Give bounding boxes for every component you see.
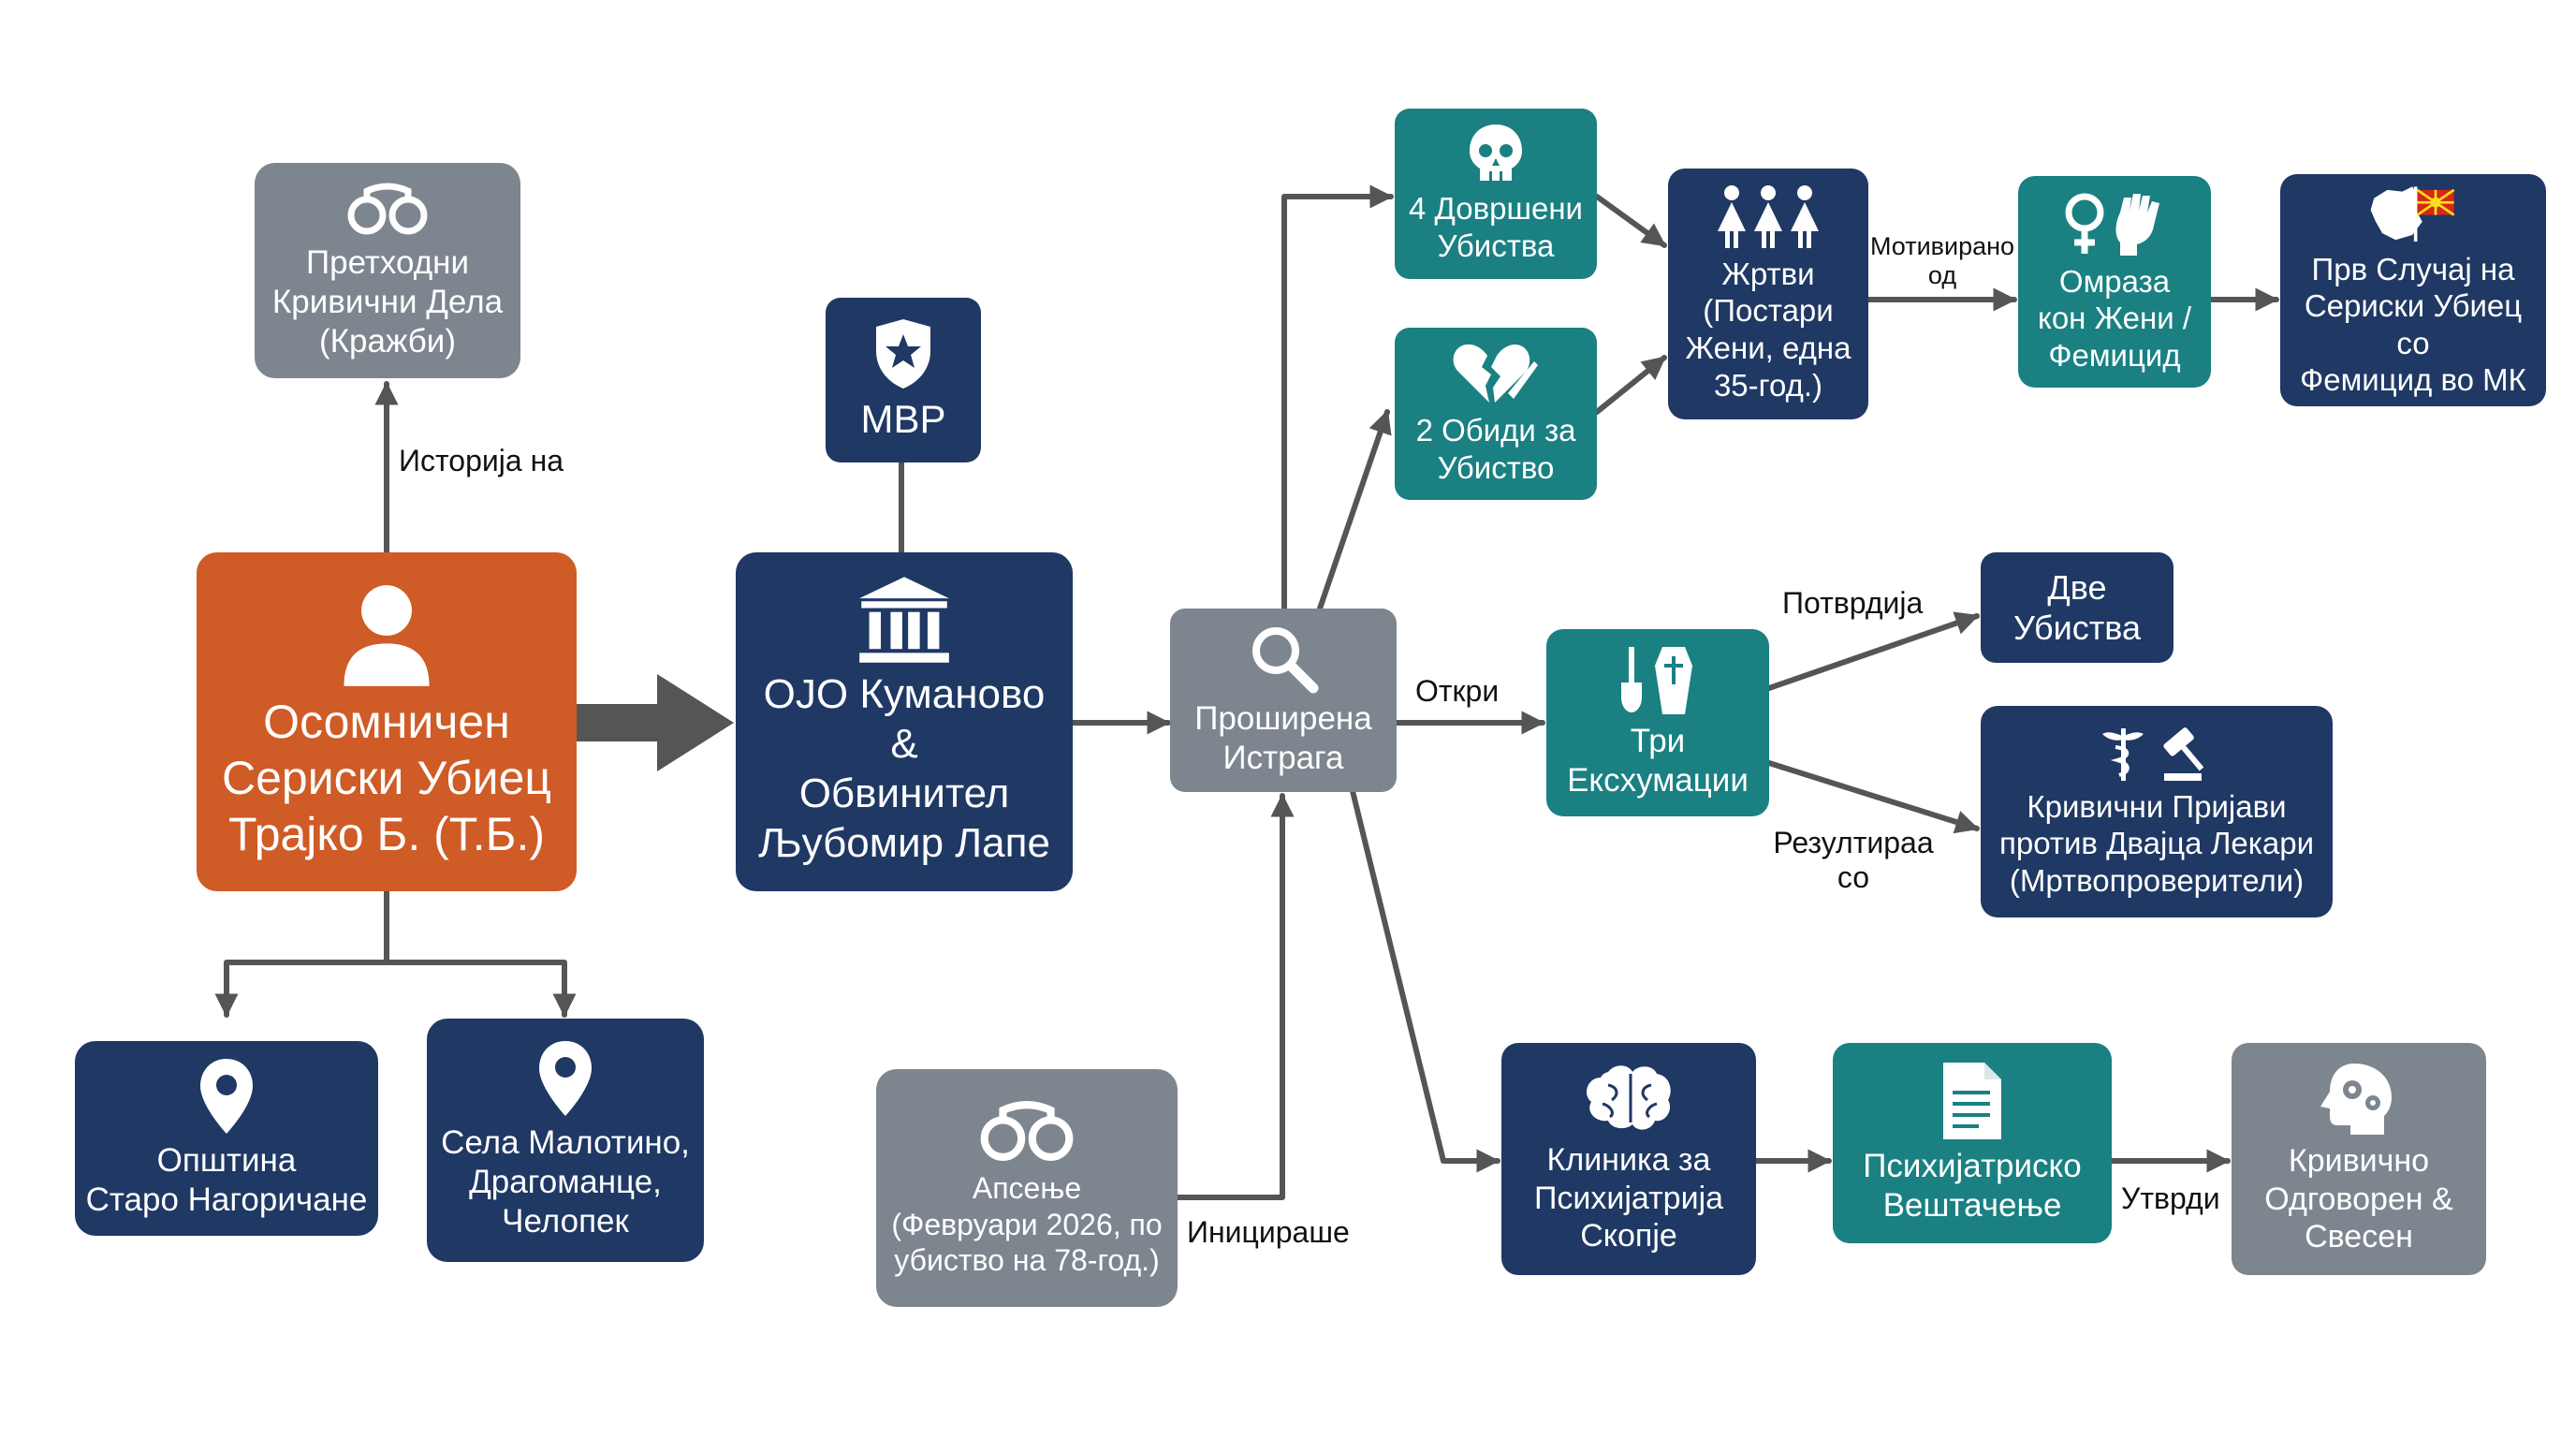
broken-heart-knife-icon	[1453, 345, 1538, 404]
clinic-node[interactable]: Клиника за Психијатрија Скопје	[1501, 1043, 1756, 1275]
edge-suspect-to-villages	[384, 960, 577, 1018]
arrest-label: Апсење (Февруари 2026, по убиство на 78-…	[891, 1171, 1163, 1278]
prior-crimes-label: Претходни Кривични Дела (Кражби)	[271, 244, 504, 360]
edge-label-initiates: Иницираше	[1187, 1215, 1350, 1249]
police-badge-icon	[876, 318, 930, 389]
magnifier-icon	[1252, 627, 1319, 694]
two-murders-label: Две Убиства	[2012, 567, 2142, 647]
edge-murders-to-victims	[1594, 194, 1667, 248]
document-icon	[1943, 1063, 2001, 1139]
femicide-label: Омраза кон Жени / Фемицид	[2038, 263, 2191, 373]
edge-label-determined: Утврди	[2121, 1181, 2220, 1215]
female-fist-icon	[2065, 193, 2159, 256]
clinic-label: Клиника за Психијатрија Скопје	[1533, 1141, 1724, 1255]
big-arrow-suspect-to-prosecutor	[577, 674, 734, 771]
mvr-node[interactable]: МВР	[826, 298, 981, 462]
charges-label: Кривични Пријави против Двајца Лекари (М…	[1998, 788, 2315, 898]
investigation-label: Проширена Истрага	[1194, 700, 1372, 776]
suspect-node[interactable]: Осомничен Сериски Убиец Трајко Б. (Т.Б.)	[197, 552, 577, 891]
municipality-node[interactable]: Општина Старо Нагоричане	[75, 1041, 378, 1236]
prosecutor-label: ОЈО Куманово & Обвинител Љубомир Лапе	[758, 671, 1050, 866]
mvr-label: МВР	[860, 396, 946, 441]
charges-node[interactable]: Кривични Пријави против Двајца Лекари (М…	[1981, 706, 2333, 917]
head-gears-icon	[2320, 1063, 2392, 1135]
edge-label-resulted: Резултираа со	[1773, 826, 1934, 894]
skull-icon	[1470, 125, 1522, 182]
edge-exhumations-to-charges	[1766, 760, 1980, 834]
attempts-label: 2 Обиди за Убиство	[1415, 413, 1576, 485]
villages-node[interactable]: Села Малотино, Драгоманце, Челопек	[427, 1019, 704, 1262]
north-macedonia-map-flag-icon	[2370, 186, 2455, 242]
attempts-node[interactable]: 2 Обиди за Убиство	[1395, 328, 1597, 500]
expertise-node[interactable]: Психијатриско Вештачење	[1833, 1043, 2112, 1243]
villages-label: Села Малотино, Драгоманце, Челопек	[441, 1124, 690, 1240]
edge-label-history: Историја на	[399, 444, 564, 477]
brain-icon	[1587, 1065, 1671, 1130]
suspect-label: Осомничен Сериски Убиец Трајко Б. (Т.Б.)	[221, 696, 552, 860]
murders-label: 4 Довршени Убиства	[1409, 191, 1583, 263]
prosecutor-node[interactable]: ОЈО Куманово & Обвинител Љубомир Лапе	[736, 552, 1073, 891]
investigation-node[interactable]: Проширена Истрага	[1170, 609, 1397, 792]
edge-label-discovered: Откри	[1415, 674, 1500, 708]
edge-investigation-to-murders	[1281, 184, 1394, 611]
arrest-node[interactable]: Апсење (Февруари 2026, по убиство на 78-…	[876, 1069, 1178, 1307]
first-case-node[interactable]: Прв Случај на Сериски Убиец со Фемицид в…	[2280, 174, 2546, 406]
murders-node[interactable]: 4 Довршени Убиства	[1395, 109, 1597, 279]
exhumations-label: Три Ексхумации	[1567, 723, 1749, 799]
edge-label-motivated: Мотивирано од	[1870, 232, 2015, 290]
courthouse-icon	[859, 577, 949, 664]
edge-investigation-to-clinic	[1350, 788, 1500, 1173]
municipality-label: Општина Старо Нагоричане	[85, 1142, 368, 1218]
expertise-label: Психијатриско Вештачење	[1863, 1148, 2082, 1224]
verdict-node[interactable]: Кривично Одговорен & Свесен	[2232, 1043, 2486, 1275]
shovel-coffin-icon	[1621, 647, 1692, 714]
victims-label: Жртви (Постари Жени, една 35-год.)	[1685, 256, 1852, 403]
prior-crimes-node[interactable]: Претходни Кривични Дела (Кражби)	[255, 163, 520, 378]
handcuffs-icon	[980, 1101, 1074, 1162]
women-group-icon	[1718, 184, 1819, 248]
medical-gavel-icon	[2102, 726, 2204, 781]
person-icon	[344, 585, 430, 686]
femicide-node[interactable]: Омраза кон Жени / Фемицид	[2018, 176, 2211, 388]
edge-arrest-to-investigation	[1175, 793, 1295, 1200]
first-case-label: Прв Случај на Сериски Убиец со Фемицид в…	[2300, 251, 2526, 398]
location-pin-icon	[539, 1041, 592, 1116]
handcuffs-icon	[347, 183, 428, 235]
edge-label-confirmed: Потврдија	[1782, 586, 1924, 620]
verdict-label: Кривично Одговорен & Свесен	[2264, 1142, 2453, 1255]
victims-node[interactable]: Жртви (Постари Жени, една 35-год.)	[1668, 169, 1868, 419]
location-pin-icon	[200, 1059, 253, 1134]
edge-suspect-to-municipality	[214, 888, 389, 1018]
edge-exhumations-to-two-murders	[1766, 611, 1980, 691]
exhumations-node[interactable]: Три Ексхумации	[1546, 629, 1769, 816]
edge-attempts-to-victims	[1594, 355, 1667, 415]
edge-investigation-to-attempts	[1317, 409, 1392, 611]
two-murders-node[interactable]: Две Убиства	[1981, 552, 2174, 663]
